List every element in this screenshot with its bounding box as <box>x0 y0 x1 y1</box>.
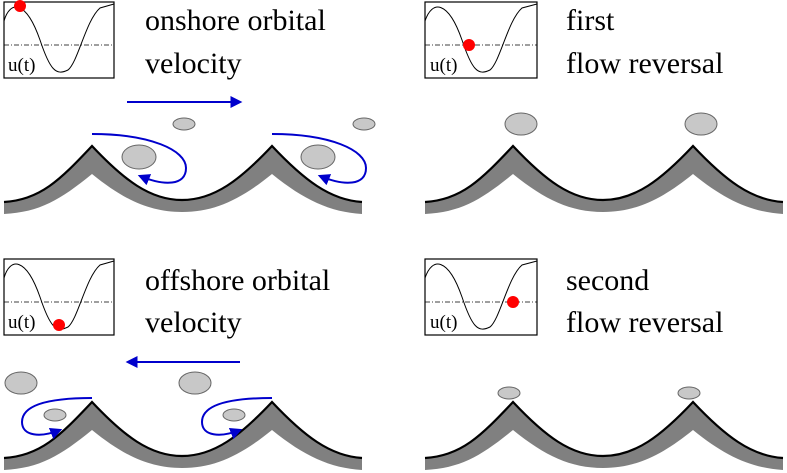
sediment-grain <box>172 117 196 131</box>
panel-second-reversal: u(t) second flow reversal <box>424 258 784 470</box>
vortex-arrow <box>200 397 273 440</box>
sediment-grain <box>43 408 67 422</box>
phase-dot <box>53 319 65 331</box>
sediment-grain <box>352 117 376 131</box>
inset-label: u(t) <box>8 312 35 333</box>
sediment-grain <box>121 144 157 170</box>
panel-onshore: u(t) onshore orbital velocity <box>3 0 376 214</box>
inset-label: u(t) <box>430 312 457 333</box>
velocity-inset: u(t) <box>3 0 115 79</box>
inset-label: u(t) <box>430 55 457 76</box>
panel-title-line1: second <box>566 264 649 297</box>
panel-title-line2: velocity <box>145 306 242 339</box>
sediment-grain <box>677 386 701 400</box>
ripple-surface <box>3 400 363 460</box>
vortex-arrow <box>91 133 188 186</box>
inset-label: u(t) <box>8 55 35 76</box>
panel-title-line1: offshore orbital <box>145 264 330 297</box>
ripple-surface <box>424 400 784 460</box>
panel-first-reversal: u(t) first flow reversal <box>424 1 784 214</box>
sine-curve <box>424 260 538 330</box>
ripple-surface <box>3 144 363 204</box>
ripple-surface <box>424 144 784 204</box>
velocity-inset: u(t) <box>3 258 115 336</box>
sediment-grain <box>222 408 246 422</box>
ripple-bed <box>425 402 783 470</box>
sediment-grain <box>504 112 538 136</box>
ripple-bed <box>4 146 362 214</box>
phase-dot <box>463 39 475 51</box>
ripple-bed <box>425 146 783 214</box>
panel-title-line2: velocity <box>145 47 242 80</box>
sediment-grain <box>300 144 336 170</box>
vortex-arrow <box>271 133 368 186</box>
vortex-arrow <box>20 397 93 440</box>
sediment-grain <box>178 371 212 395</box>
sediment-grain <box>4 371 38 395</box>
sine-curve <box>424 3 538 73</box>
panel-offshore: u(t) offshore orbital velocity <box>3 258 363 470</box>
phase-dot <box>507 296 519 308</box>
panel-title-line1: onshore orbital <box>145 4 326 37</box>
panel-title-line1: first <box>566 4 615 37</box>
ripple-bed <box>4 402 362 470</box>
panel-title-line2: flow reversal <box>566 306 723 339</box>
phase-dot <box>14 0 26 12</box>
sediment-grain <box>684 112 718 136</box>
panel-title-line2: flow reversal <box>566 47 723 80</box>
velocity-inset: u(t) <box>424 1 538 79</box>
sediment-grain <box>497 386 521 400</box>
velocity-inset: u(t) <box>424 258 538 336</box>
